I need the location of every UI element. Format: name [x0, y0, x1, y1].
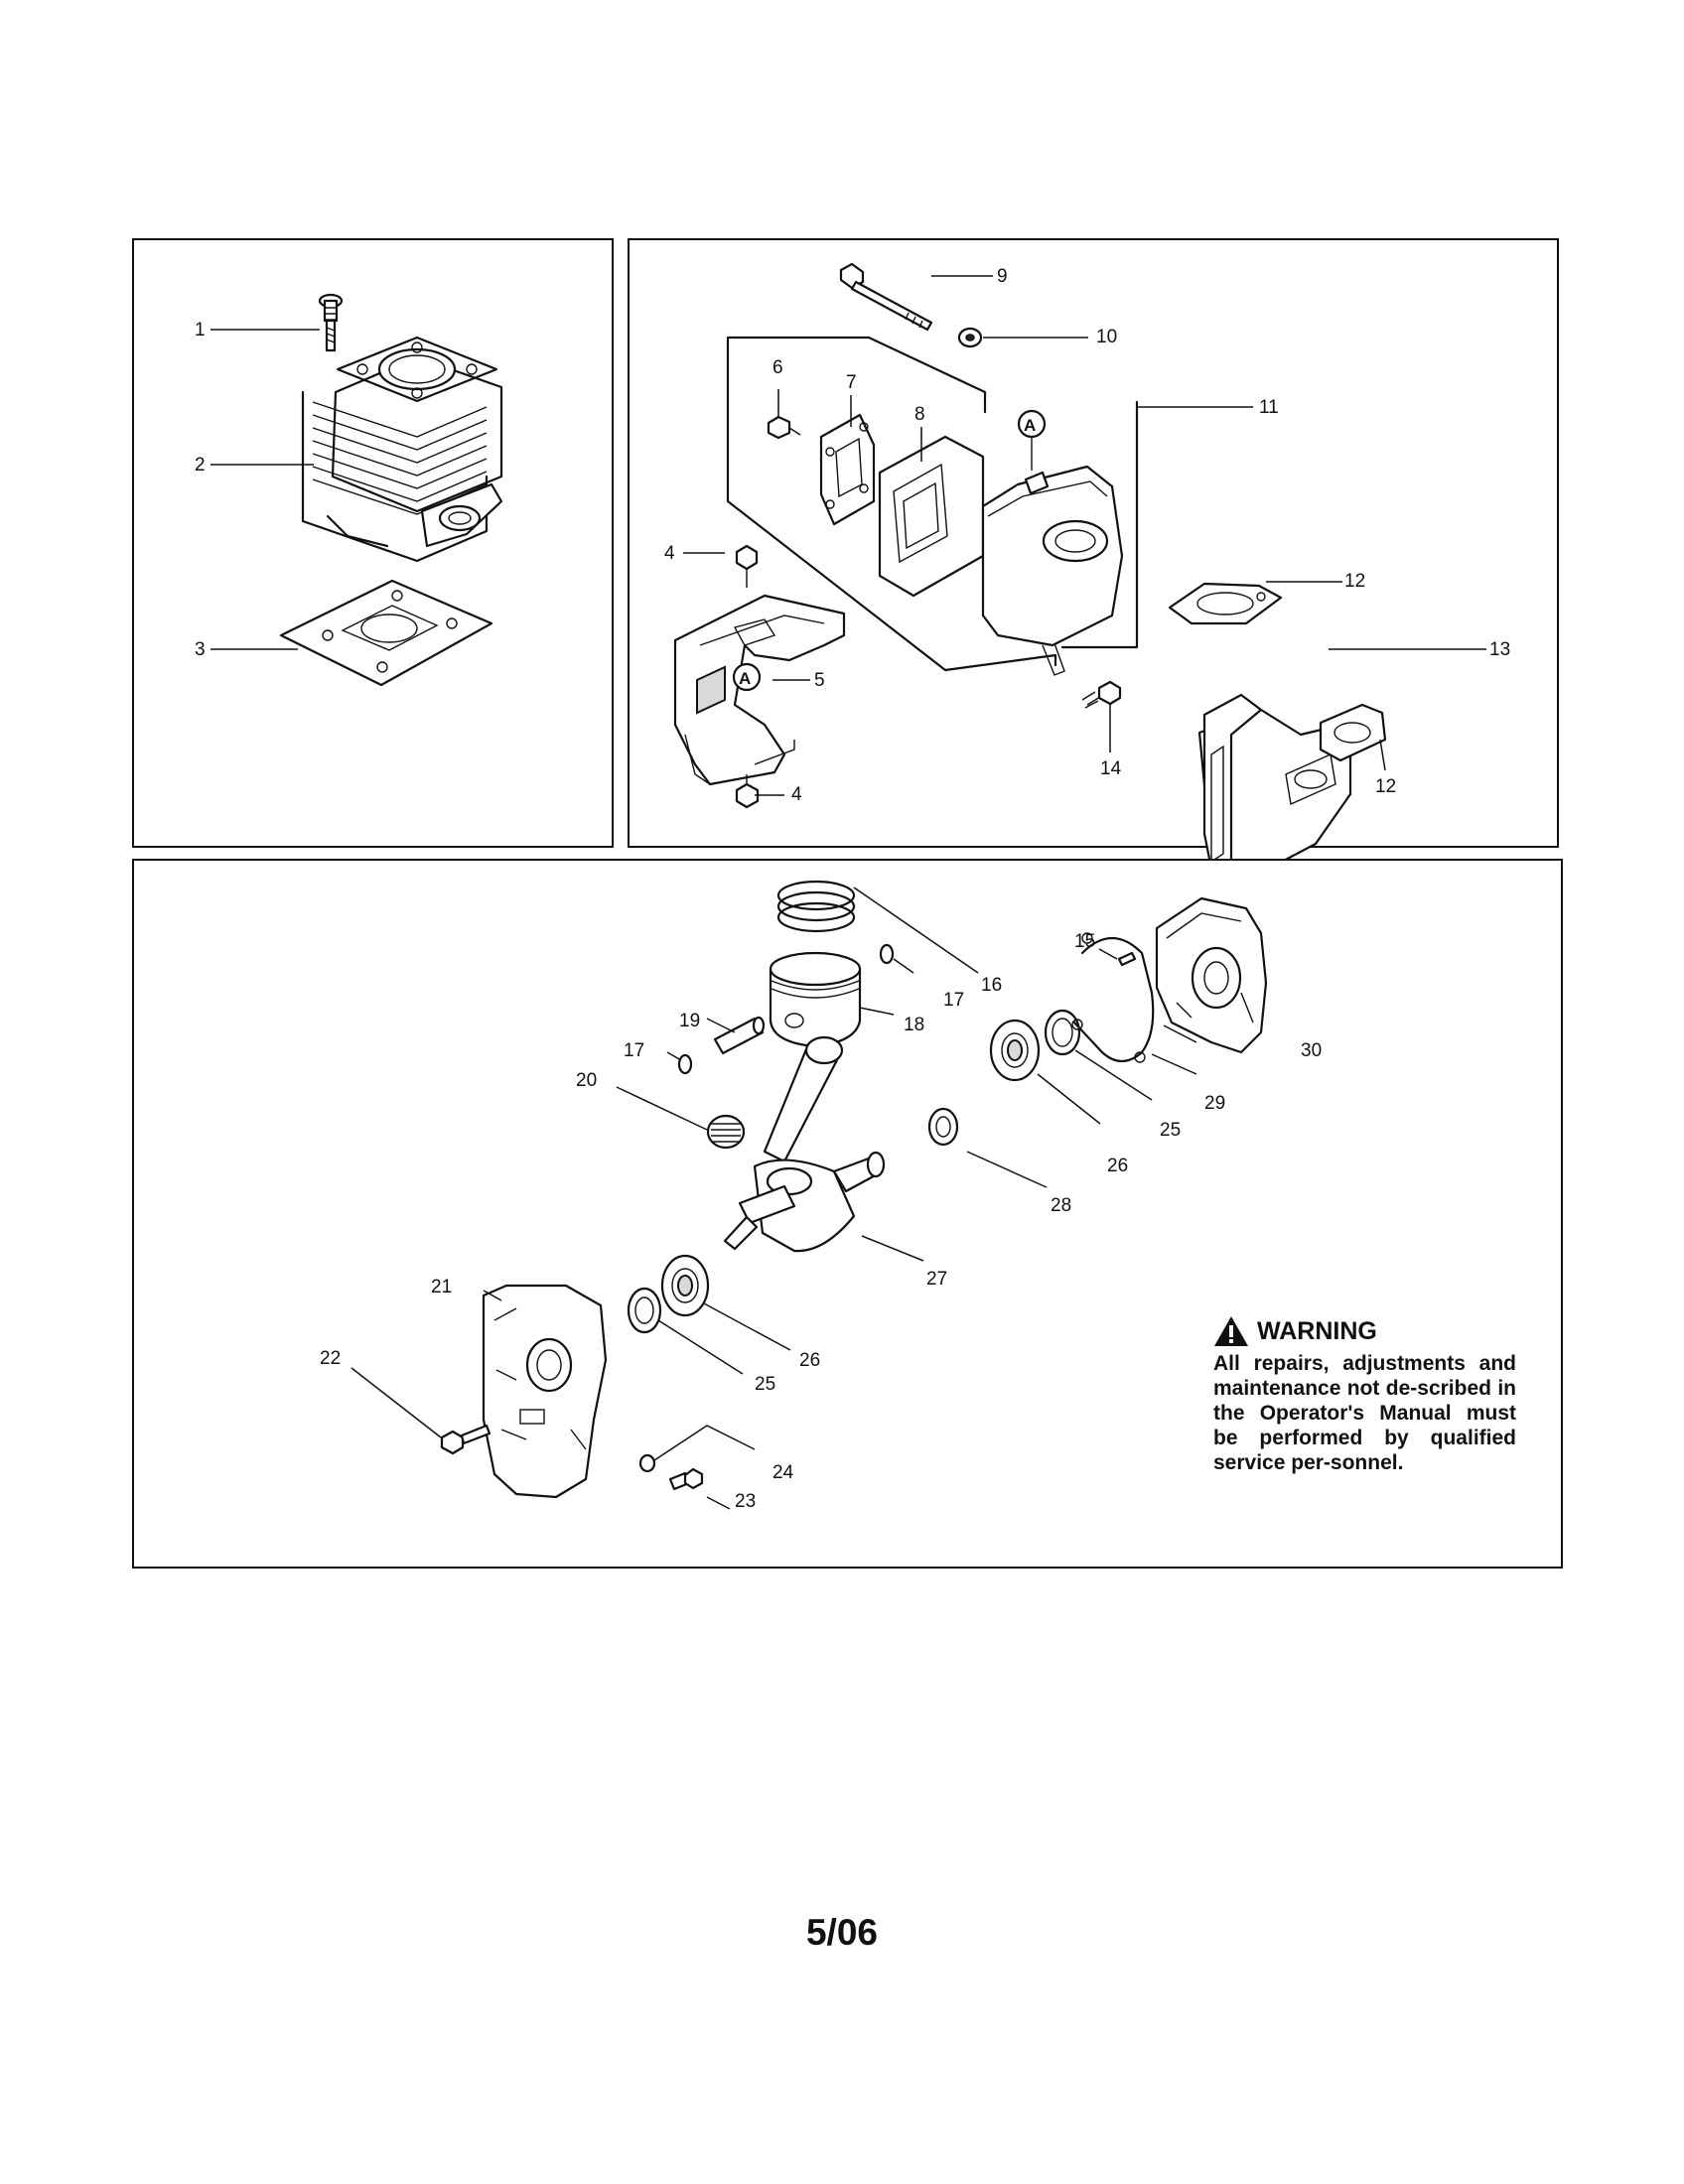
callout-19: 19 [679, 1011, 700, 1031]
thrust-washer [927, 1107, 959, 1147]
callout-26-left: 26 [799, 1350, 820, 1371]
callout-17-lower: 17 [624, 1040, 644, 1061]
exhaust-gasket-upper [1168, 582, 1283, 625]
callout-30: 30 [1301, 1040, 1322, 1061]
warning-title: WARNING [1257, 1316, 1377, 1345]
piston-rings [776, 880, 856, 933]
callout-4-upper: 4 [664, 543, 675, 564]
callout-7: 7 [846, 372, 857, 393]
callout-26-right: 26 [1107, 1156, 1128, 1176]
muffler-washer [957, 327, 983, 348]
callout-25-left: 25 [755, 1374, 775, 1395]
callout-22: 22 [320, 1348, 341, 1369]
callout-3: 3 [195, 639, 206, 660]
dowel-pin [1117, 951, 1137, 967]
crankcase-half-left [482, 1284, 608, 1499]
cylinder-bolt [318, 293, 344, 352]
page-number: 5/06 [805, 1912, 878, 1953]
o-ring [638, 1453, 656, 1473]
ball-bearing-right [989, 1019, 1041, 1082]
muffler-gasket-plate [819, 413, 876, 526]
circlip-lower [677, 1053, 693, 1075]
crankcase-screw [668, 1467, 704, 1491]
callout-21: 21 [431, 1277, 452, 1297]
muffler-body [981, 465, 1124, 676]
callout-12-upper: 12 [1344, 571, 1365, 592]
warning-text: All repairs, adjustments and maintenance… [1213, 1352, 1516, 1474]
needle-bearing [706, 1114, 746, 1150]
callout-18: 18 [904, 1015, 924, 1035]
reference-marker-a: A [1017, 409, 1047, 471]
callout-24: 24 [772, 1462, 794, 1483]
shroud-nut-lower [735, 774, 760, 809]
exhaust-gasket-lower [1319, 703, 1387, 762]
muffler-screw [1081, 680, 1122, 709]
circlip-upper [879, 943, 895, 965]
callout-2: 2 [195, 455, 206, 476]
reference-marker-a-shroud: A [732, 662, 762, 692]
muffler-bolt [839, 262, 933, 332]
callout-16: 16 [981, 975, 1002, 996]
svg-text:A: A [739, 669, 751, 688]
callout-11: 11 [1259, 397, 1279, 418]
cylinder-shroud [673, 594, 846, 786]
crankcase-bolt [440, 1424, 491, 1455]
callout-14: 14 [1100, 758, 1122, 779]
callout-29: 29 [1204, 1093, 1225, 1114]
callout-13: 13 [1489, 639, 1510, 660]
callout-17-upper: 17 [943, 990, 964, 1011]
piston-pin [713, 1016, 766, 1055]
callout-5: 5 [814, 670, 825, 691]
callout-6: 6 [772, 357, 783, 378]
warning-notice: WARNING All repairs, adjustments and mai… [1213, 1315, 1516, 1475]
warning-heading: WARNING [1213, 1315, 1516, 1347]
callout-10: 10 [1096, 327, 1117, 347]
callout-28: 28 [1051, 1195, 1071, 1216]
callout-27: 27 [926, 1269, 947, 1290]
cylinder [301, 336, 503, 563]
shroud-nut-upper [735, 544, 759, 588]
crankcase-half-right [1155, 896, 1268, 1054]
warning-triangle-icon [1214, 1316, 1248, 1346]
muffler-assembly-bracket [726, 336, 1139, 672]
oil-seal-left [627, 1287, 662, 1334]
cylinder-gasket [279, 579, 493, 687]
callout-23: 23 [735, 1491, 756, 1512]
callout-12-lower: 12 [1375, 776, 1396, 797]
callout-9: 9 [997, 266, 1008, 287]
callout-8: 8 [914, 404, 925, 425]
crankcase-gasket [1071, 932, 1155, 1063]
crankshaft [723, 1035, 886, 1253]
callout-4-lower: 4 [791, 784, 802, 805]
ball-bearing-left [660, 1254, 710, 1317]
piston [769, 951, 862, 1048]
svg-text:A: A [1024, 416, 1036, 435]
callout-20: 20 [576, 1070, 597, 1091]
heat-shield [878, 435, 985, 598]
callout-1: 1 [195, 320, 206, 341]
callout-25-right: 25 [1160, 1120, 1181, 1141]
oil-seal-right [1044, 1009, 1081, 1056]
callout-15: 15 [1074, 931, 1095, 952]
